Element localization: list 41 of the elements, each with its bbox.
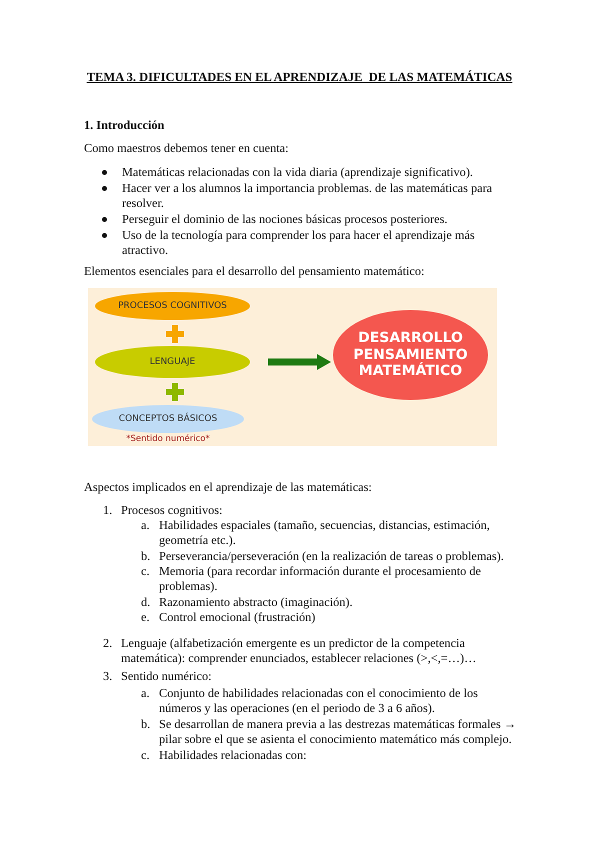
node-label: CONCEPTOS BÁSICOS	[118, 414, 218, 424]
list-item: Lenguaje (alfabetización emergente es un predictor de la competencia matemática): comprender enunciados, establecer relaciones (>,<,=…)…	[121, 636, 478, 666]
result-ellipse	[333, 310, 488, 400]
list-item: Habilidades relacionadas con:	[159, 748, 308, 763]
list-item: Memoria (para recordar información durante el procesamiento de problemas).	[159, 564, 482, 594]
heading: 1. Introducción	[84, 118, 166, 133]
list-letter: a.	[141, 686, 151, 701]
list-item: Control emocional (frustración)	[159, 610, 316, 625]
bullet-item: Hacer ver a los alumnos la importancia problemas. de las matemáticas para resolver.	[122, 181, 494, 211]
process-ellipse	[95, 292, 250, 320]
list-letter: b.	[141, 549, 152, 564]
list-number: 3.	[103, 669, 114, 684]
list-letter: d.	[141, 595, 152, 610]
node-label: PROCESOS COGNITIVOS	[118, 300, 227, 312]
list-item: Sentido numérico:	[121, 669, 213, 684]
page-title: TEMA 3. DIFICULTADES EN EL APRENDIZAJE DE LAS MATEMÁTICAS	[86, 70, 514, 85]
list-item: Se desarrollan de manera previa a las destrezas matemáticas formales → pilar sobre el que se asienta el conocimiento matemático más complejo.	[159, 717, 518, 747]
node-label: DESARROLLO PENSAMIENTO MATEMÁTICO	[352, 330, 469, 380]
list-item: Perseverancia/perseveración (en la realización de tareas o problemas).	[159, 549, 505, 564]
list-item: Conjunto de habilidades relacionadas con el conocimiento de los números y las operaciones (en el periodo de 3 a 6 años).	[159, 686, 479, 716]
node-label: LENGUAJE	[150, 356, 196, 368]
list-item: Razonamiento abstracto (imaginación).	[159, 595, 354, 610]
paragraph: Como maestros debemos tener en cuenta:	[84, 141, 290, 156]
list-letter: e.	[141, 610, 151, 625]
bullet-item: Matemáticas relacionadas con la vida diaria (aprendizaje significativo).	[122, 165, 474, 180]
list-item: Procesos cognitivos:	[121, 503, 224, 518]
list-letter: a.	[141, 518, 151, 533]
process-ellipse	[92, 405, 244, 433]
list-letter: c.	[141, 564, 151, 579]
list-item: Habilidades espaciales (tamaño, secuencias, distancias, estimación, geometría etc.).	[159, 518, 491, 548]
paragraph: Elementos esenciales para el desarrollo del pensamiento matemático:	[84, 264, 426, 279]
bullet-item: Uso de la tecnología para comprender los para hacer el aprendizaje más atractivo.	[122, 228, 476, 258]
node-note: *Sentido numérico*	[125, 433, 211, 445]
process-ellipse	[95, 346, 250, 378]
list-letter: c.	[141, 748, 151, 763]
arrow	[268, 354, 331, 370]
list-number: 2.	[103, 636, 114, 651]
list-number: 1.	[103, 503, 114, 518]
paragraph: Aspectos implicados en el aprendizaje de las matemáticas:	[84, 480, 373, 495]
bullet-item: Perseguir el dominio de las nociones básicas procesos posteriores.	[122, 212, 448, 227]
list-letter: b.	[141, 717, 152, 732]
